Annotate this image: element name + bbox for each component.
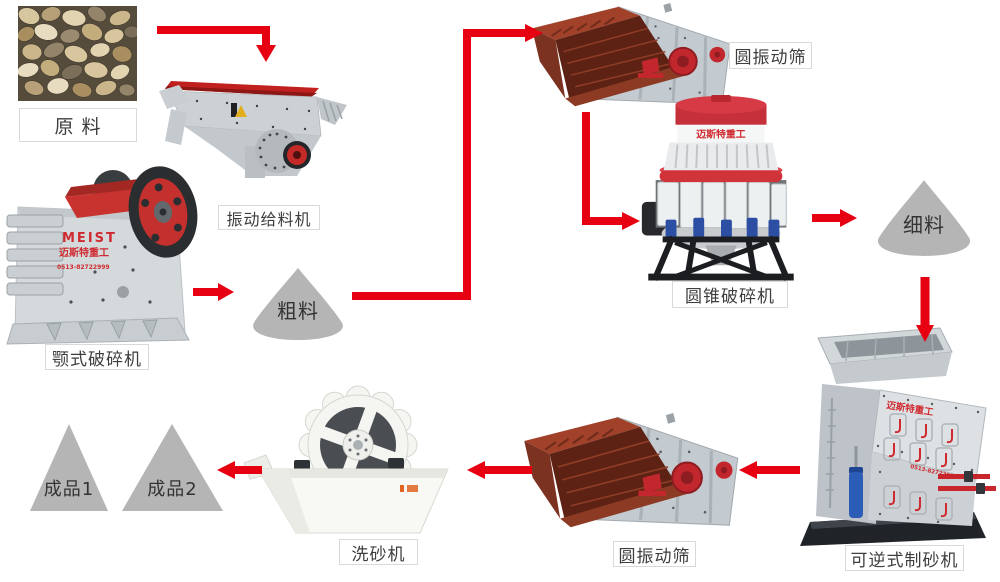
triangle-shape: [122, 424, 223, 511]
product-1-pile: 成品1: [30, 424, 108, 511]
raw-material-photo: [18, 6, 137, 101]
coarse-material-text: 粗料: [277, 299, 319, 323]
label-cone-crusher: 圆锥破碎机: [672, 281, 788, 308]
vibrating-feeder-illustration: [159, 81, 347, 178]
label-circular-screen-top: 圆振动筛: [729, 42, 812, 69]
jaw-crusher-brand: MEIST: [62, 231, 117, 246]
product-1-text: 成品1: [43, 479, 95, 500]
arrow-screen-top-to-cone: [582, 112, 640, 230]
jaw-crusher-illustration: MEIST 迈斯特重工 0513-82722999: [6, 166, 198, 345]
label-vibrating-feeder: 振动给料机: [218, 205, 320, 230]
circular-screen-bottom-illustration: [524, 413, 739, 528]
fine-material-pile: 细料: [869, 176, 979, 258]
cone-crusher-brand-cn: 迈斯特重工: [696, 128, 746, 141]
product-2-text: 成品2: [147, 479, 198, 500]
jaw-crusher-brand-cn: 迈斯特重工: [59, 246, 109, 259]
arrow-raw-to-feeder: [157, 26, 276, 62]
jaw-crusher-phone: 0513-82722999: [57, 264, 110, 271]
triangle-shape: [30, 424, 108, 511]
label-raw-material: 原 料: [19, 108, 137, 142]
label-circular-screen-bottom: 圆振动筛: [613, 541, 696, 567]
label-sand-maker: 可逆式制砂机: [845, 545, 964, 571]
label-jaw-crusher: 颚式破碎机: [45, 344, 149, 370]
label-sand-washer: 洗砂机: [339, 539, 418, 565]
coarse-material-pile: 粗料: [244, 264, 352, 342]
fine-material-text: 细料: [903, 213, 945, 237]
cone-crusher-illustration: 迈斯特重工: [641, 95, 794, 281]
circular-screen-top-illustration: [531, 3, 731, 107]
pile-shape: [253, 267, 343, 341]
sand-washer-illustration: [243, 385, 449, 534]
pile-shape: [877, 180, 971, 256]
product-2-pile: 成品2: [122, 424, 223, 511]
arrow-coarse-to-screen-top: [352, 24, 543, 300]
sand-maker-illustration: 迈斯特重工 0513-82722999: [800, 327, 996, 546]
arrow-cone-to-fine: [812, 209, 857, 227]
